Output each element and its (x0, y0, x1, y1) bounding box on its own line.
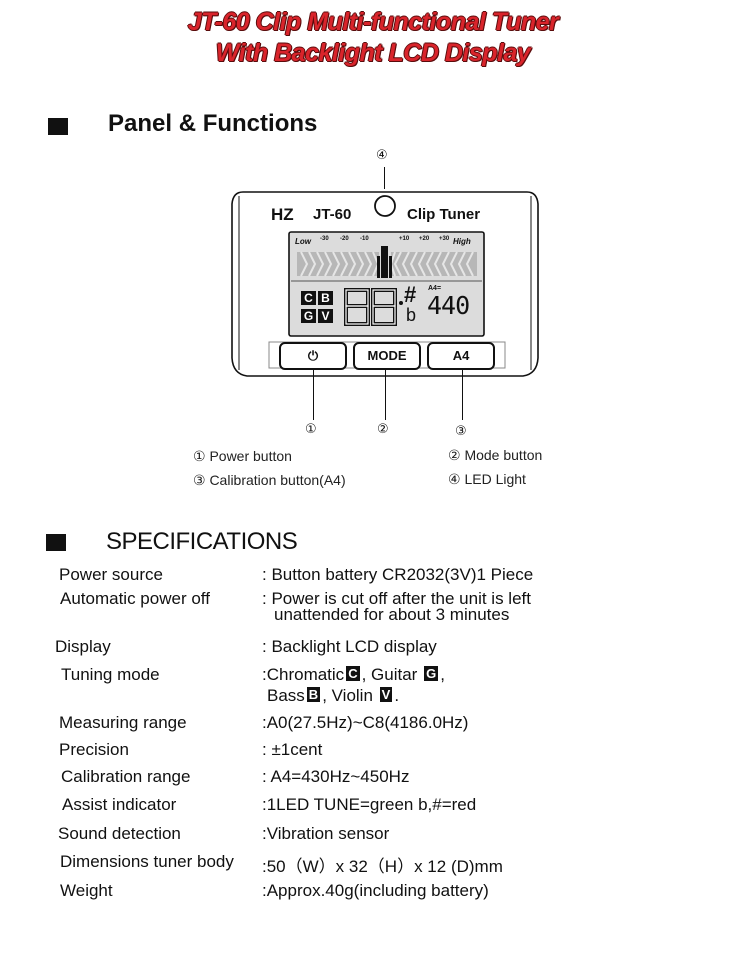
spec-value: : A4=430Hz~450Hz (262, 767, 410, 786)
spec-label: Sound detection (58, 824, 181, 843)
scale-tick: +20 (419, 236, 430, 242)
mode-letter-v: V (318, 309, 333, 323)
spec-value: :Approx.40g(including battery) (262, 881, 489, 900)
scale-tick: -30 (320, 236, 329, 242)
title-line-1: JT-60 Clip Multi-functional Tuner (187, 8, 559, 36)
tuner-name: Clip Tuner (407, 206, 481, 223)
brand-logo: HZ (271, 205, 294, 224)
spec-label: Dimensions tuner body (60, 852, 234, 871)
callout-3: ③ (455, 424, 467, 439)
tuning-chromatic: :Chromatic (262, 665, 345, 684)
scale-tick: +10 (399, 236, 410, 242)
spec-label: Tuning mode (61, 665, 160, 684)
legend-power-button: ① Power button (193, 448, 292, 464)
spec-label: Measuring range (59, 713, 187, 732)
callout-2: ② (377, 422, 389, 437)
legend-calibration-button: ③ Calibration button(A4) (193, 472, 346, 488)
callout-4: ④ (376, 148, 388, 163)
mode-letter-c: C (301, 291, 316, 305)
badge-v: V (379, 687, 393, 702)
tuner-model: JT-60 (313, 206, 352, 223)
spec-label: Weight (60, 881, 113, 900)
tuner-outline (231, 191, 539, 377)
tuning-comma: , (440, 665, 445, 684)
tuning-guitar: , Guitar (361, 665, 418, 684)
flat-sign: b (406, 305, 417, 325)
section-bullet-square (48, 118, 68, 135)
led-light (374, 195, 396, 217)
spec-label: Display (55, 637, 111, 656)
power-button[interactable]: ⏻ (279, 342, 347, 370)
badge-g: G (424, 666, 439, 681)
mode-letter-g: G (301, 309, 316, 323)
legend-led-light: ④ LED Light (448, 471, 526, 487)
spec-label: Automatic power off (60, 589, 210, 608)
a4-label: A4= (428, 285, 442, 292)
spec-value: :50（W）x 32（H）x 12 (D)mm (262, 857, 503, 876)
tuner-panel: HZ JT-60 Clip Tuner Low -30 -20 -10 +10 … (229, 190, 541, 385)
mode-button[interactable]: MODE (353, 342, 421, 370)
badge-b: B (306, 687, 321, 702)
a4-value: 440 (427, 291, 470, 320)
callout-2-line (385, 370, 386, 420)
tuning-violin: , Violin (322, 686, 373, 705)
callout-1: ① (305, 422, 317, 437)
spec-value: : ±1cent (262, 740, 323, 759)
mode-letter-b: B (318, 291, 333, 305)
spec-label: Calibration range (61, 767, 191, 786)
legend-mode-button: ② Mode button (448, 447, 543, 463)
spec-label: Power source (59, 565, 163, 584)
spec-value: :1LED TUNE=green b,#=red (262, 795, 477, 814)
title-line-2: With Backlight LCD Display (215, 39, 531, 67)
spec-label: Assist indicator (62, 795, 177, 814)
spec-value: : Button battery CR2032(3V)1 Piece (262, 565, 534, 584)
section-bullet-square (46, 534, 66, 551)
scale-tick: -20 (340, 236, 349, 242)
spec-value: : Backlight LCD display (262, 637, 437, 656)
badge-c: C (346, 666, 360, 681)
meter-needle (381, 246, 388, 278)
sharp-sign: # (404, 282, 417, 307)
scale-tick: +30 (439, 236, 450, 242)
scale-low-label: Low (295, 237, 311, 246)
spec-value: :Vibration sensor (262, 824, 390, 843)
specifications-heading: SPECIFICATIONS (106, 528, 298, 555)
callout-3-line (462, 370, 463, 420)
spec-value: : Power is cut off after the unit is lef… (262, 589, 531, 608)
tuning-bass: Bass (267, 686, 305, 705)
callout-1-line (313, 370, 314, 420)
spec-value-continued: unattended for about 3 minutes (274, 605, 510, 624)
spec-value: :A0(27.5Hz)~C8(4186.0Hz) (262, 713, 469, 732)
spec-label: Precision (59, 740, 129, 759)
tuning-period: . (394, 686, 400, 705)
a4-button[interactable]: A4 (427, 342, 495, 370)
callout-4-line (384, 167, 385, 189)
scale-high-label: High (453, 237, 471, 246)
scale-tick: -10 (360, 236, 369, 242)
panel-section-heading: Panel & Functions (108, 110, 318, 137)
